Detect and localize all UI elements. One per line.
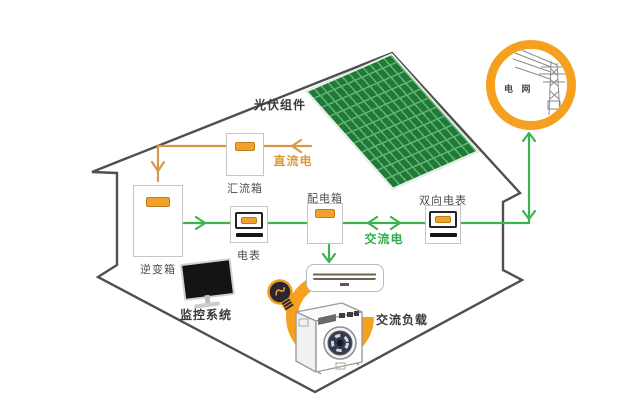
- meter-display-icon: [235, 212, 263, 229]
- ac-power-label: 交流电: [364, 232, 404, 246]
- ac-load-label: 交流负载: [375, 313, 428, 327]
- power-pole-icon: [513, 49, 567, 116]
- distribution-box-label: 配电箱: [307, 193, 343, 205]
- pv-modules-label: 光伏组件: [253, 98, 306, 112]
- ac-line: [182, 131, 537, 264]
- distribution-indicator-icon: [315, 209, 335, 218]
- dc-arrow-left-icon: [290, 138, 303, 154]
- meter-bar-icon: [235, 233, 263, 237]
- meter-box: [230, 206, 268, 243]
- ac-arrow-right2-icon: [389, 215, 402, 231]
- combiner-box-label: 汇流箱: [227, 183, 263, 195]
- bidirectional-meter-indicator-icon: [435, 216, 451, 223]
- distribution-box: [307, 203, 343, 244]
- house-outline-path: [91, 51, 525, 394]
- ac-vent-icon: [313, 271, 376, 280]
- bidirectional-meter-bar-icon: [429, 233, 457, 237]
- dc-arrow-down-icon: [150, 160, 166, 173]
- ac-button-icon: [340, 283, 349, 286]
- air-conditioner-icon: [306, 264, 384, 292]
- combiner-box: [226, 133, 264, 176]
- ac-arrow-right-icon: [194, 215, 207, 231]
- inverter-label: 逆变箱: [140, 264, 176, 276]
- combiner-indicator-icon: [235, 142, 255, 151]
- bidirectional-meter-label: 双向电表: [419, 195, 467, 207]
- inverter-indicator-icon: [146, 197, 170, 207]
- meter-label: 电表: [237, 250, 261, 262]
- ac-arrow-down-icon: [521, 209, 537, 221]
- bidirectional-meter-display-icon: [429, 211, 457, 228]
- grid-circle: 电 网: [486, 40, 576, 130]
- grid-label: 电 网: [504, 84, 534, 94]
- ac-arrow-left-icon: [366, 215, 379, 231]
- ac-arrow-down2-icon: [321, 252, 337, 264]
- dc-power-label: 直流电: [273, 154, 313, 168]
- inverter-box: [133, 185, 183, 257]
- ac-arrow-up-icon: [521, 131, 537, 143]
- monitoring-system-label: 监控系统: [179, 308, 232, 322]
- meter-indicator-icon: [241, 217, 257, 224]
- bidirectional-meter-box: [425, 205, 461, 244]
